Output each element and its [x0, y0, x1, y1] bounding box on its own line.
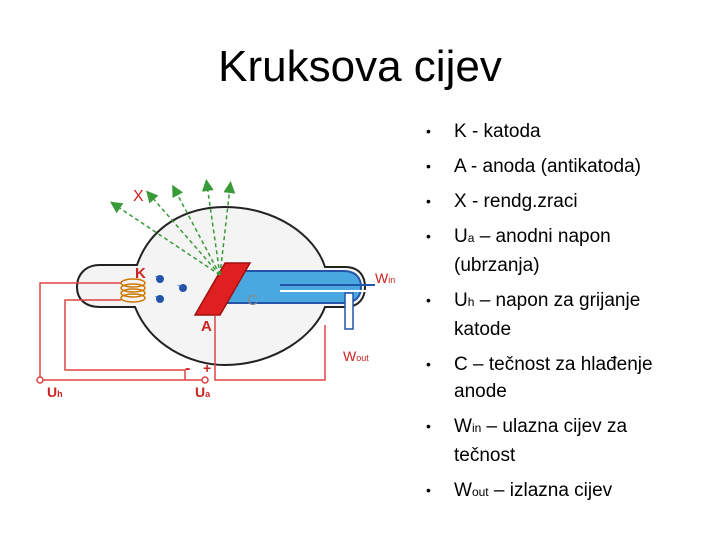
bullet-item: • C – tečnost za hlađenje anode: [424, 351, 714, 405]
label-plus: +: [203, 360, 211, 376]
electron-sign: -: [155, 291, 158, 301]
label-uh-sub: h: [57, 389, 63, 399]
w-out-pipe: [344, 292, 354, 330]
label-k: K: [135, 265, 146, 282]
bullet-text: C – tečnost za hlađenje: [454, 354, 653, 375]
bullet-subscript: a: [467, 231, 475, 245]
bullet-continuation: katode: [454, 319, 512, 340]
bullet-subscript: out: [471, 485, 489, 499]
x-ray-arrows: [110, 179, 236, 276]
bullet-item: • Ua – anodni napon (ubrzanja): [424, 223, 714, 279]
bullet-text: X - rendg.zraci: [454, 191, 578, 212]
label-u: U: [195, 384, 205, 400]
bullet-text: U: [454, 290, 468, 311]
bullet-continuation: tečnost: [454, 445, 516, 466]
page-title: Kruksova cijev: [218, 42, 502, 91]
anode-block: [193, 262, 252, 316]
bullet-tail: – napon za grijanje: [474, 290, 641, 311]
bullet-item: • Win – ulazna cijev za tečnost: [424, 413, 714, 469]
bullet-item: • K - katoda: [424, 118, 714, 145]
w-in-pipe: [280, 284, 375, 292]
label-minus: -: [185, 360, 190, 377]
label-a: A: [201, 318, 212, 335]
electron-sign: -: [155, 271, 158, 281]
electrons: - - -: [155, 271, 187, 303]
bullet-tail: – anodni napon: [474, 226, 611, 247]
label-uh: Uh: [47, 384, 63, 400]
bullet-item: • Wout – izlazna cijev: [424, 477, 714, 506]
bullet-dot: •: [426, 193, 431, 209]
bullet-subscript: in: [471, 421, 482, 435]
bullet-dot: •: [426, 482, 431, 498]
electron-sign: -: [177, 280, 180, 290]
bullet-list: • K - katoda • A - anoda (antikatoda) • X -…: [424, 118, 714, 514]
bullet-text: K - katoda: [454, 121, 541, 142]
bullet-dot: •: [426, 123, 431, 139]
bullet-item: • Uh – napon za grijanje katode: [424, 287, 714, 343]
label-w-in: Win: [375, 270, 395, 286]
bullet-dot: •: [426, 228, 431, 244]
bullet-text: W: [454, 416, 472, 437]
bullet-item: • X - rendg.zraci: [424, 188, 714, 215]
bullet-continuation: anode: [454, 381, 507, 402]
label-ua-sub: a: [205, 389, 211, 399]
label-w-out: Wout: [343, 348, 369, 364]
label-w: W: [343, 348, 357, 364]
bullet-item: • A - anoda (antikatoda): [424, 153, 714, 180]
label-u: U: [47, 384, 57, 400]
label-ua: Ua: [195, 384, 211, 400]
crookes-tube-diagram: - - - X K A C Win Wout - + Uh Ua: [36, 179, 395, 400]
bullet-dot: •: [426, 418, 431, 434]
label-w-out-sub: out: [356, 353, 369, 363]
bullet-text: U: [454, 226, 468, 247]
label-w-in-sub: in: [388, 275, 395, 285]
label-x: X: [133, 188, 144, 205]
bullet-dot: •: [426, 158, 431, 174]
bullet-tail: – ulazna cijev za: [481, 416, 628, 437]
bullet-subscript: h: [467, 295, 475, 309]
bullet-text: A - anoda (antikatoda): [454, 156, 641, 177]
bullet-continuation: (ubrzanja): [454, 255, 540, 276]
circuit-wires: [36, 282, 326, 384]
bullet-text: W: [454, 480, 472, 501]
bullet-tail: – izlazna cijev: [488, 480, 613, 501]
bullet-dot: •: [426, 292, 431, 308]
label-c: C: [247, 292, 258, 309]
bullet-dot: •: [426, 356, 431, 372]
label-w: W: [375, 270, 389, 286]
